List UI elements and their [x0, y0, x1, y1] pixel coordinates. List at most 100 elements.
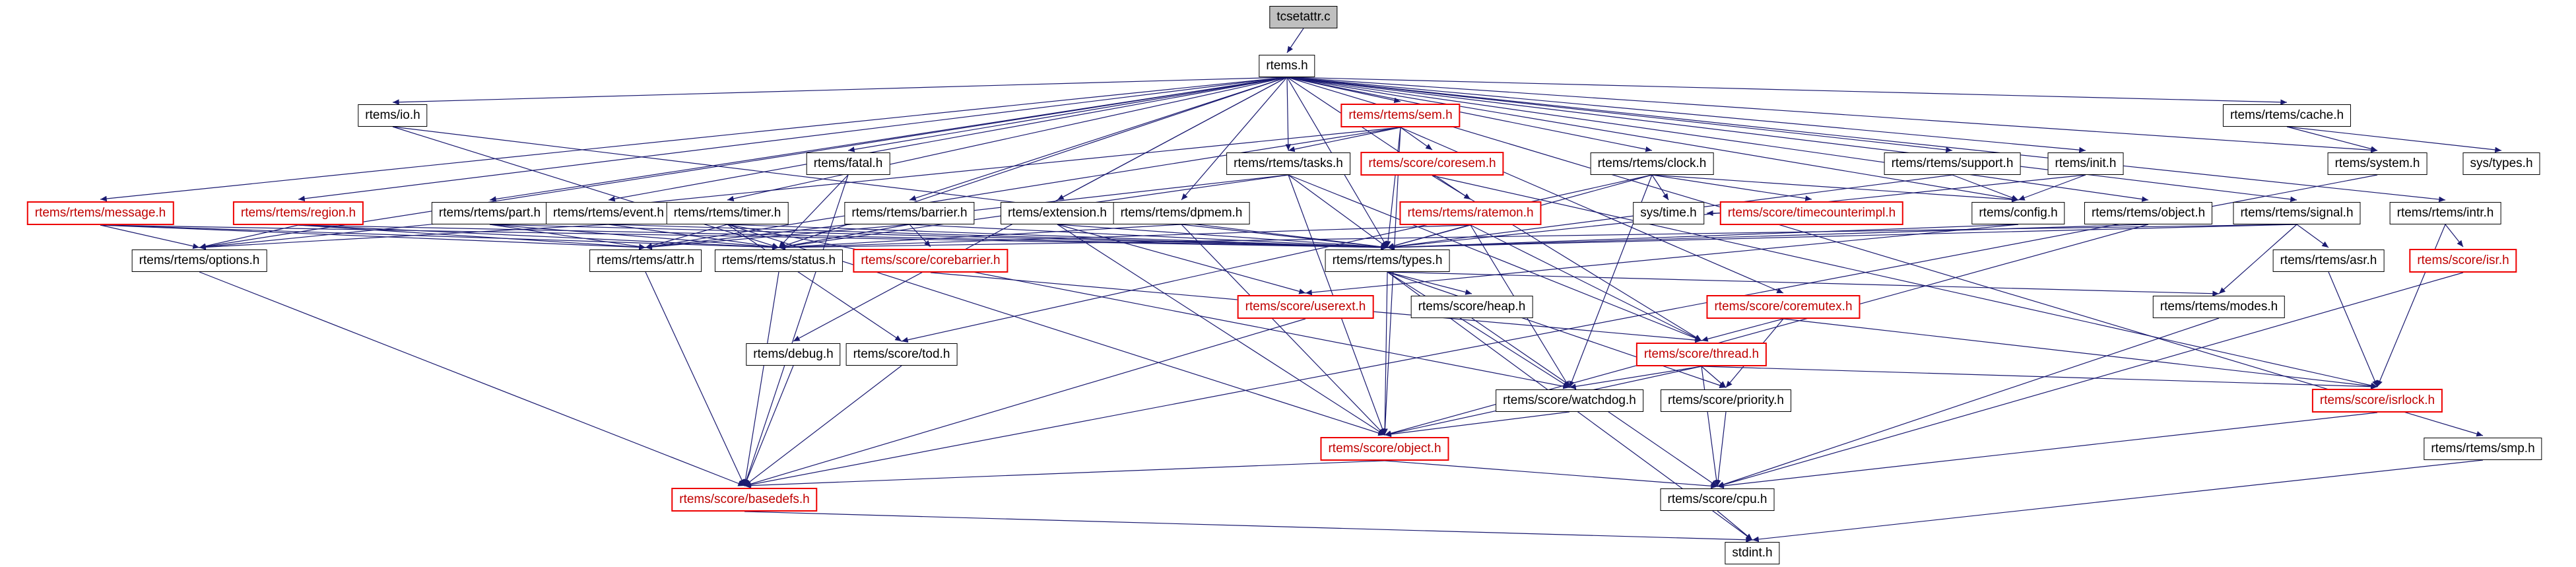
include-edge	[489, 224, 646, 250]
graph-node-thread_h[interactable]: rtems/score/thread.h	[1635, 343, 1767, 366]
graph-node-sys_types_h[interactable]: sys/types.h	[2462, 152, 2540, 175]
include-edge	[392, 126, 779, 249]
graph-node-options_h[interactable]: rtems/rtems/options.h	[131, 250, 267, 272]
include-edge	[1752, 459, 2484, 543]
graph-node-sem_h[interactable]: rtems/rtems/sem.h	[1340, 104, 1461, 127]
graph-node-part_h[interactable]: rtems/rtems/part.h	[431, 202, 548, 224]
graph-node-dpmem_h[interactable]: rtems/rtems/dpmem.h	[1113, 202, 1250, 224]
include-edge	[1387, 271, 1570, 388]
graph-node-rtems_h[interactable]: rtems.h	[1259, 55, 1315, 77]
graph-node-watchdog_h[interactable]: rtems/score/watchdog.h	[1496, 389, 1643, 412]
include-edge	[1717, 317, 2220, 488]
include-edge	[199, 127, 1401, 250]
graph-node-coremutex_h[interactable]: rtems/score/coremutex.h	[1706, 295, 1861, 319]
include-edge	[744, 318, 1306, 487]
include-edge	[1701, 366, 1720, 487]
graph-node-heap_h[interactable]: rtems/score/heap.h	[1410, 296, 1533, 318]
include-edge	[744, 511, 1753, 543]
include-edge	[1286, 77, 2446, 203]
graph-node-isrlock_h[interactable]: rtems/score/isrlock.h	[2311, 389, 2443, 413]
graph-node-barrier_h[interactable]: rtems/rtems/barrier.h	[844, 202, 975, 224]
include-edge	[645, 127, 1401, 250]
include-edge	[2286, 126, 2502, 153]
include-edge	[1387, 271, 1727, 388]
include-edge	[100, 224, 200, 250]
graph-node-clock_h[interactable]: rtems/rtems/clock.h	[1590, 152, 1714, 175]
graph-node-region_h[interactable]: rtems/rtems/region.h	[232, 201, 364, 225]
include-edge	[778, 224, 910, 250]
include-edge	[1285, 77, 1292, 151]
include-edge	[392, 77, 1288, 106]
graph-node-userext_h[interactable]: rtems/score/userext.h	[1237, 295, 1374, 319]
include-edge	[727, 224, 1388, 250]
include-edge	[744, 460, 1385, 488]
include-edge	[1387, 271, 1472, 295]
graph-node-signal_h[interactable]: rtems/rtems/signal.h	[2233, 202, 2361, 224]
include-edge	[1701, 366, 1727, 388]
include-edge	[1286, 77, 2086, 153]
graph-node-asr_h[interactable]: rtems/rtems/asr.h	[2272, 250, 2385, 272]
graph-node-basedefs_h[interactable]: rtems/score/basedefs.h	[671, 488, 818, 512]
graph-node-sys_time_h[interactable]: sys/time.h	[1633, 202, 1704, 224]
graph-node-debug_h[interactable]: rtems/debug.h	[746, 343, 841, 366]
graph-node-config_h[interactable]: rtems/config.h	[1971, 202, 2065, 224]
graph-node-intr_h[interactable]: rtems/rtems/intr.h	[2389, 202, 2501, 224]
include-edge	[1717, 412, 2378, 489]
graph-node-modes_h[interactable]: rtems/rtems/modes.h	[2152, 296, 2286, 318]
include-edge	[1384, 411, 1570, 438]
edge-group	[100, 28, 2502, 543]
include-edge	[1286, 28, 1304, 53]
include-edge	[778, 224, 2297, 251]
include-edge	[1701, 318, 1784, 342]
graph-node-tod_h[interactable]: rtems/score/tod.h	[845, 343, 958, 366]
graph-node-message_h[interactable]: rtems/rtems/message.h	[26, 201, 174, 225]
graph-node-timer_h[interactable]: rtems/rtems/timer.h	[666, 202, 789, 224]
graph-node-cpu_h[interactable]: rtems/score/cpu.h	[1660, 488, 1775, 511]
include-edge	[199, 224, 299, 250]
graph-node-fatal_h[interactable]: rtems/fatal.h	[806, 152, 890, 175]
graph-node-extension_h[interactable]: rtems/extension.h	[1001, 202, 1114, 224]
include-edge	[1569, 366, 1702, 389]
include-edge	[744, 365, 902, 486]
include-edge	[1701, 366, 2378, 390]
graph-node-io_h[interactable]: rtems/io.h	[358, 104, 428, 127]
include-edge	[1651, 174, 1669, 201]
include-edge	[1651, 174, 2019, 203]
graph-node-ratemon_h[interactable]: rtems/rtems/ratemon.h	[1399, 201, 1542, 225]
include-edge	[744, 365, 794, 486]
graph-node-corebarrier_h[interactable]: rtems/score/corebarrier.h	[853, 249, 1008, 273]
include-edge	[1286, 77, 2297, 203]
graph-node-timecounterimpl_h[interactable]: rtems/score/timecounterimpl.h	[1719, 201, 1904, 225]
graph-node-object_rtems_h[interactable]: rtems/rtems/object.h	[2084, 202, 2213, 224]
include-edge	[1286, 77, 2019, 202]
graph-node-smp_h[interactable]: rtems/rtems/smp.h	[2424, 438, 2542, 460]
include-edge	[744, 174, 2378, 488]
graph-node-types_h[interactable]: rtems/rtems/types.h	[1325, 250, 1450, 272]
graph-node-attr_h[interactable]: rtems/rtems/attr.h	[589, 250, 702, 272]
graph-node-coresem_h[interactable]: rtems/score/coresem.h	[1360, 152, 1504, 176]
include-edge	[199, 224, 609, 250]
graph-node-support_h[interactable]: rtems/rtems/support.h	[1884, 152, 2021, 175]
include-edge	[1288, 127, 1401, 152]
graph-node-object_score_h[interactable]: rtems/score/object.h	[1320, 437, 1449, 461]
graph-node-cache_h[interactable]: rtems/rtems/cache.h	[2222, 104, 2352, 127]
include-edge	[2328, 271, 2378, 387]
include-edge	[727, 224, 902, 342]
include-edge	[909, 224, 931, 248]
include-edge	[298, 224, 779, 250]
graph-node-init_h[interactable]: rtems/init.h	[2047, 152, 2124, 175]
graph-node-tasks_h[interactable]: rtems/rtems/tasks.h	[1226, 152, 1350, 175]
graph-node-isr_h[interactable]: rtems/score/isr.h	[2409, 249, 2517, 273]
graph-node-tcsetattr_c[interactable]: tcsetattr.c	[1269, 6, 1338, 28]
graph-node-stdint_h[interactable]: stdint.h	[1725, 542, 1780, 564]
graph-node-event_h[interactable]: rtems/rtems/event.h	[546, 202, 671, 224]
graph-node-system_h[interactable]: rtems/system.h	[2327, 152, 2427, 175]
include-edge	[1286, 77, 1653, 152]
include-edge	[1432, 175, 2378, 389]
graph-node-status_h[interactable]: rtems/rtems/status.h	[714, 250, 843, 272]
include-edge	[1286, 77, 2378, 153]
include-edge	[1286, 77, 1953, 153]
graph-node-priority_h[interactable]: rtems/score/priority.h	[1661, 389, 1791, 412]
include-edge	[1952, 174, 2019, 201]
